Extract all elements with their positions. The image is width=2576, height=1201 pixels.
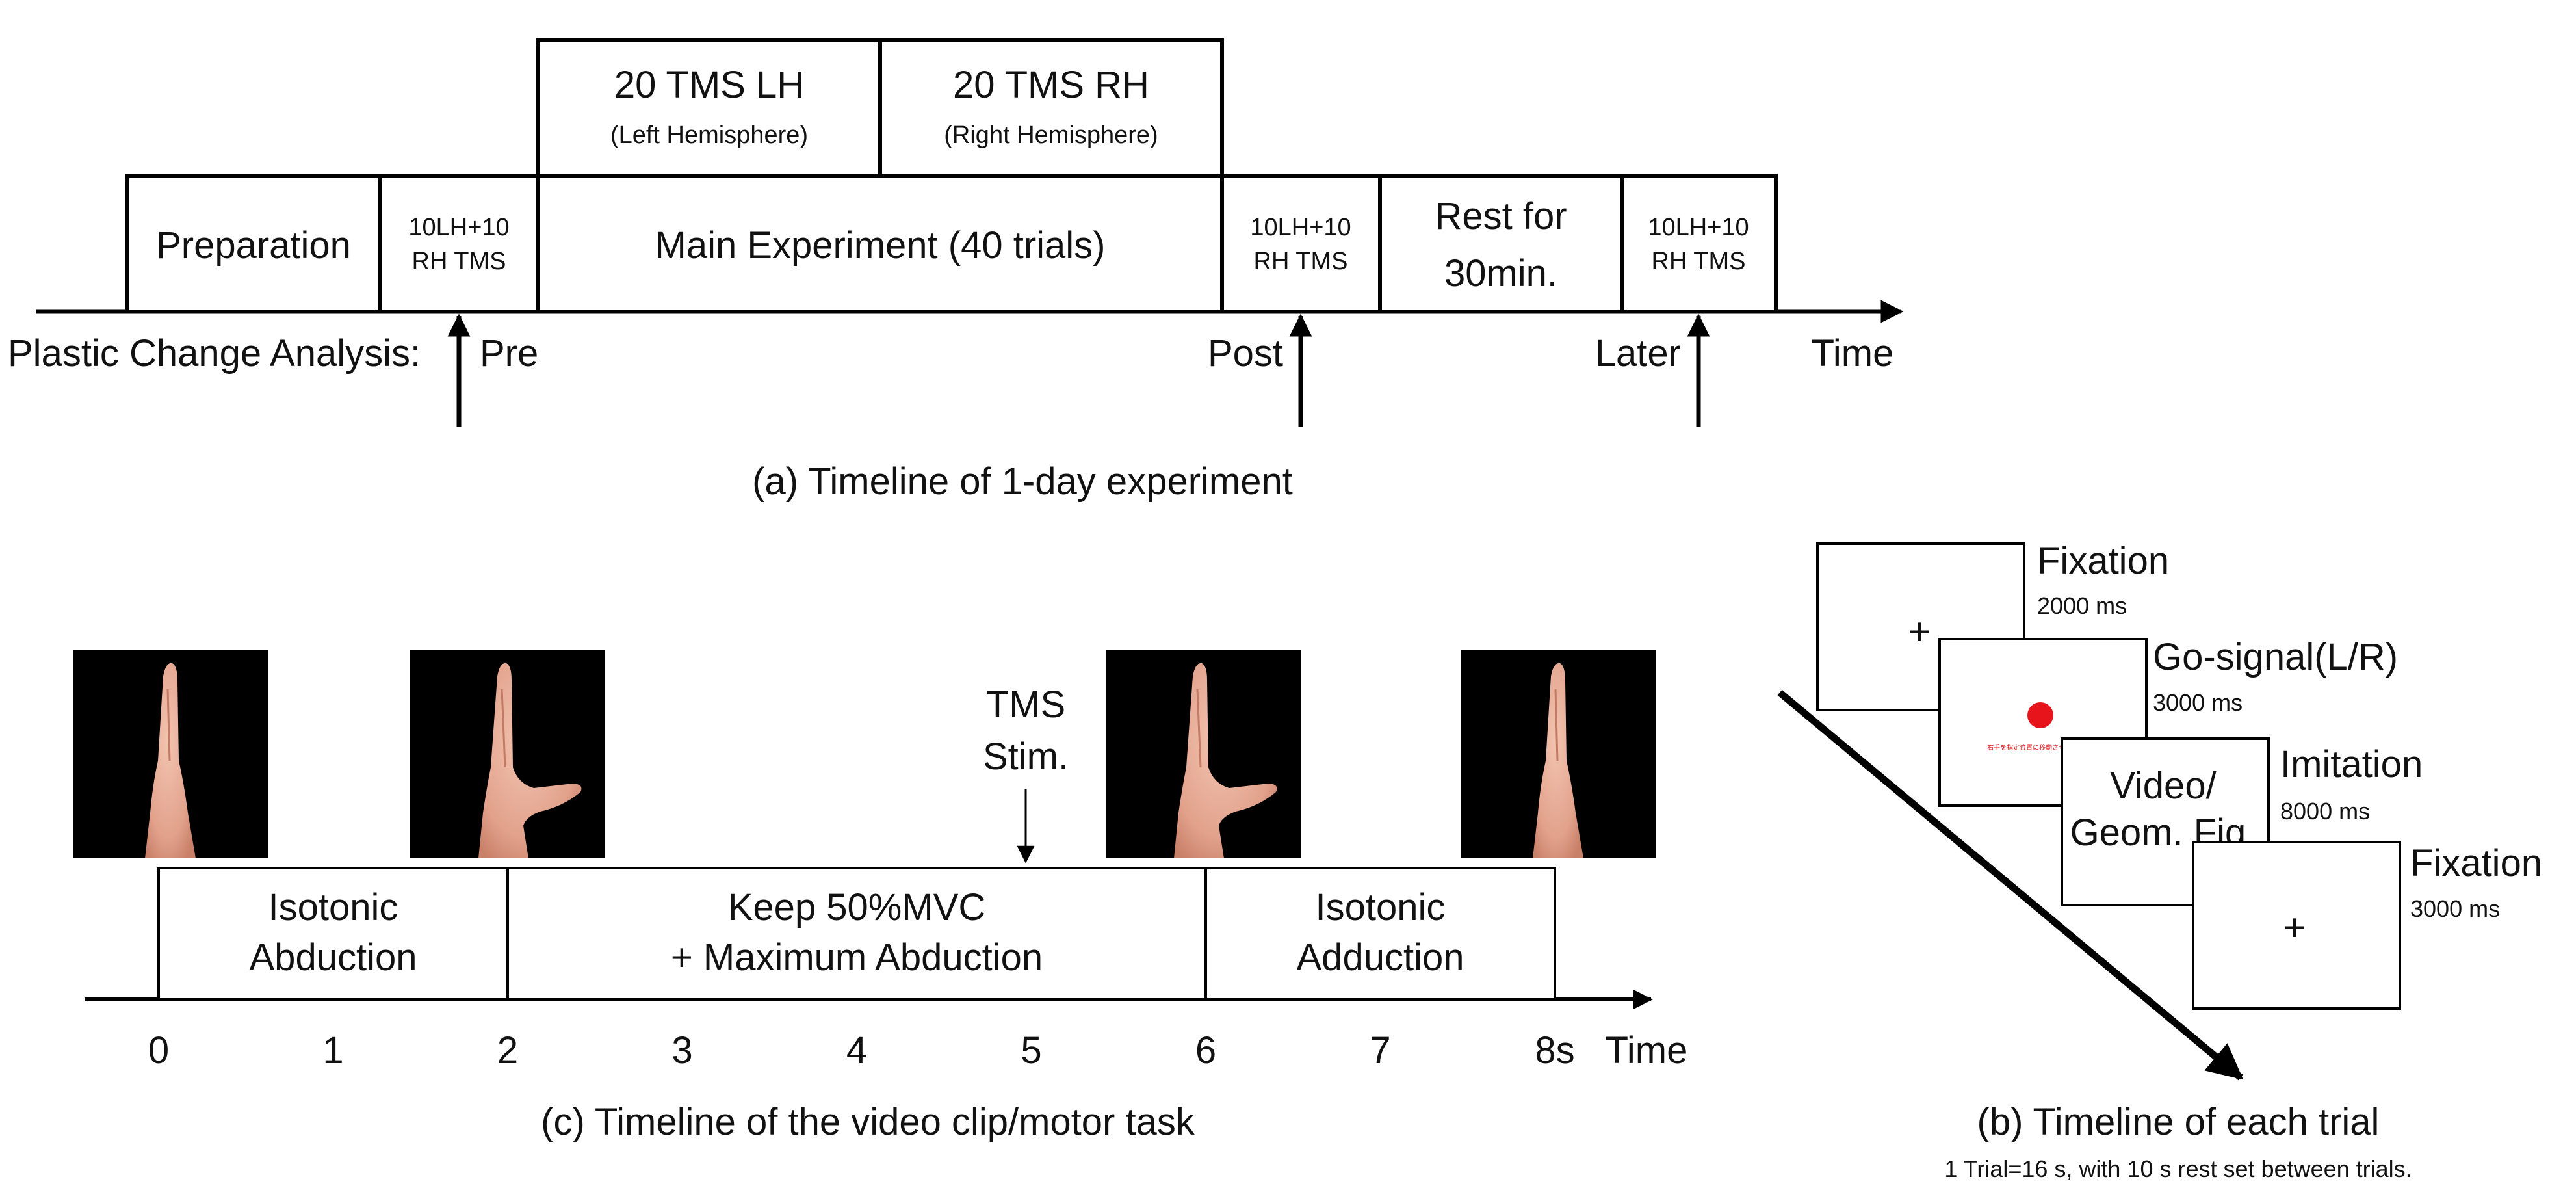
screen-label-fixation-2: Fixation — [2410, 842, 2542, 884]
trial-note: 1 Trial=16 s, with 10 s rest set between… — [1944, 1155, 2412, 1182]
label-right-hemisphere: (Right Hemisphere) — [944, 122, 1158, 149]
time-tick-label: 1 — [322, 1029, 343, 1072]
segment-box — [1204, 867, 1556, 1001]
segment-label: Abduction — [250, 936, 417, 979]
label-tms-pre-2: RH TMS — [412, 248, 506, 275]
tms-stim-label-1: TMS — [986, 683, 1065, 726]
hand-image-1 — [73, 650, 268, 858]
marker-pre: Pre — [480, 332, 538, 375]
box-tms-rh — [878, 38, 1224, 178]
segment-label: + Maximum Abduction — [671, 936, 1043, 979]
label-rest-1: Rest for — [1435, 195, 1567, 237]
label-tms-rh: 20 TMS RH — [953, 64, 1149, 106]
time-label-c: Time — [1606, 1029, 1688, 1072]
label-tms-pre-1: 10LH+10 — [408, 214, 509, 241]
plastic-change-label: Plastic Change Analysis: — [8, 332, 421, 375]
fixation-cross-2: + — [2283, 906, 2306, 949]
box-tms-later — [1620, 174, 1778, 313]
hand-image-3 — [1106, 650, 1301, 858]
fixation-cross-1: + — [1908, 611, 1931, 653]
screen-label-imitation: Imitation — [2280, 743, 2423, 785]
time-tick-label: 6 — [1195, 1029, 1216, 1072]
time-tick-label: 5 — [1021, 1029, 1041, 1072]
segment-box — [506, 867, 1207, 1001]
time-ticks: 0 1 2 3 4 5 6 7 8s — [148, 1029, 1575, 1072]
trial-sequence-arrow — [1777, 689, 2244, 1081]
time-tick-label: 3 — [671, 1029, 692, 1072]
label-left-hemisphere: (Left Hemisphere) — [610, 122, 808, 149]
imitation-content-1: Video/ — [2110, 765, 2217, 807]
box-tms-pre — [378, 174, 540, 313]
hand-image-4 — [1461, 650, 1656, 858]
time-label-a: Time — [1812, 332, 1894, 375]
label-main-experiment: Main Experiment (40 trials) — [655, 224, 1106, 267]
label-tms-post-2: RH TMS — [1254, 248, 1348, 275]
panel-a: Preparation 10LH+10 RH TMS 20 TMS LH (Le… — [8, 38, 1904, 503]
marker-post: Post — [1208, 332, 1283, 375]
caption-a: (a) Timeline of 1-day experiment — [752, 460, 1293, 503]
box-rest — [1378, 174, 1624, 313]
hand-image-2 — [410, 650, 605, 858]
label-tms-lh: 20 TMS LH — [614, 64, 804, 106]
screen-label-go-signal: Go-signal(L/R) — [2153, 636, 2398, 678]
segment-label: Isotonic — [268, 886, 398, 929]
box-tms-lh — [536, 38, 882, 178]
label-preparation: Preparation — [156, 224, 351, 267]
screen-fixation-2 — [2192, 841, 2401, 1010]
screen-duration-imitation: 8000 ms — [2280, 798, 2370, 825]
time-tick-label: 4 — [846, 1029, 867, 1072]
segment-label: Adduction — [1297, 936, 1464, 979]
time-tick-label: 2 — [497, 1029, 518, 1072]
label-tms-later-1: 10LH+10 — [1648, 214, 1749, 241]
label-tms-post-1: 10LH+10 — [1250, 214, 1351, 241]
screen-duration-fixation-1: 2000 ms — [2037, 592, 2127, 619]
box-tms-post — [1220, 174, 1382, 313]
box-main-experiment — [536, 174, 1224, 313]
screen-label-fixation-1: Fixation — [2037, 540, 2169, 582]
segment-box — [157, 867, 509, 1001]
tms-stim-label-2: Stim. — [983, 735, 1069, 778]
label-rest-2: 30min. — [1444, 252, 1557, 295]
segment-label: Keep 50%MVC — [728, 886, 986, 929]
marker-later: Later — [1595, 332, 1681, 375]
time-tick-label: 0 — [148, 1029, 169, 1072]
panel-b: + Fixation 2000 ms 右手を指定位置に移動させてください Go-… — [1777, 540, 2542, 1182]
caption-c: (c) Timeline of the video clip/motor tas… — [541, 1101, 1195, 1143]
caption-b: (b) Timeline of each trial — [1977, 1101, 2380, 1143]
time-tick-label: 7 — [1370, 1029, 1390, 1072]
time-tick-label: 8s — [1535, 1029, 1574, 1072]
label-tms-later-2: RH TMS — [1652, 248, 1746, 275]
screen-duration-go-signal: 3000 ms — [2153, 689, 2243, 716]
screen-duration-fixation-2: 3000 ms — [2410, 895, 2500, 922]
segment-label: Isotonic — [1316, 886, 1446, 929]
go-signal-dot — [2027, 702, 2053, 728]
